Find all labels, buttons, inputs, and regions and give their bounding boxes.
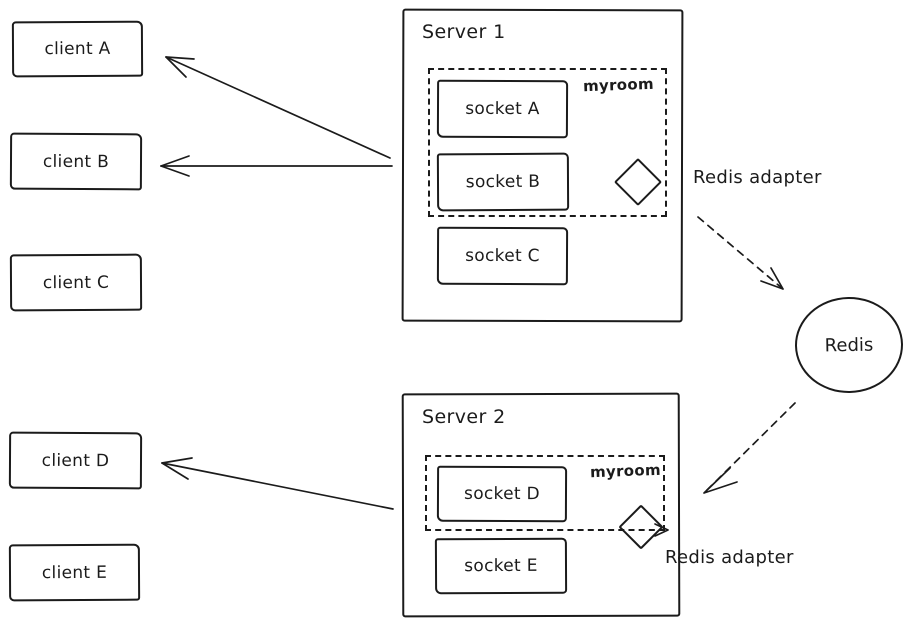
arrowhead-redis-icon (760, 267, 784, 290)
dashed-arrow-redis-to-server2 (703, 402, 796, 494)
client-c-label: client C (42, 272, 110, 293)
client-e-label: client E (41, 562, 108, 583)
server-1-title: Server 1 (422, 21, 506, 43)
client-d-label: client D (41, 450, 110, 471)
arrowhead-server2-icon (703, 467, 738, 494)
arrow-server2-to-client-d (161, 462, 394, 510)
dashed-arrow-server1-to-redis (697, 216, 784, 290)
socket-c-label: socket C (465, 245, 540, 267)
server-2-myroom-box (425, 455, 665, 531)
socket-e-box: socket E (434, 537, 568, 595)
socket-b-label: socket B (465, 171, 541, 193)
socket-d-label: socket D (464, 483, 540, 505)
socket-c-box: socket C (436, 226, 569, 286)
arrowhead-client-a-icon (165, 56, 195, 78)
arrowhead-client-b-icon (160, 155, 190, 177)
redis-adapter-label-bottom: Redis adapter (665, 547, 794, 568)
socket-e-label: socket E (464, 555, 538, 577)
client-d-box: client D (8, 431, 143, 490)
client-b-box: client B (9, 132, 143, 191)
arrow-server1-to-client-a (165, 56, 391, 159)
server-2-myroom-label: myroom (589, 460, 662, 482)
socket-a-label: socket A (465, 98, 540, 120)
client-a-label: client A (44, 38, 111, 60)
client-a-box: client A (11, 20, 144, 78)
server-1-myroom-box (428, 68, 667, 217)
client-c-box: client C (9, 253, 143, 312)
socket-d-box: socket D (436, 465, 568, 523)
redis-adapter-label-top: Redis adapter (693, 167, 822, 188)
client-b-label: client B (42, 151, 110, 172)
redis-node: Redis (794, 296, 904, 394)
socket-a-box: socket A (436, 79, 569, 139)
server-1-myroom-label: myroom (582, 74, 655, 96)
arrowhead-client-d-icon (161, 457, 193, 480)
redis-label: Redis (824, 334, 874, 356)
socket-b-box: socket B (436, 152, 570, 212)
server-2-title: Server 2 (422, 406, 506, 428)
client-e-box: client E (8, 543, 141, 602)
